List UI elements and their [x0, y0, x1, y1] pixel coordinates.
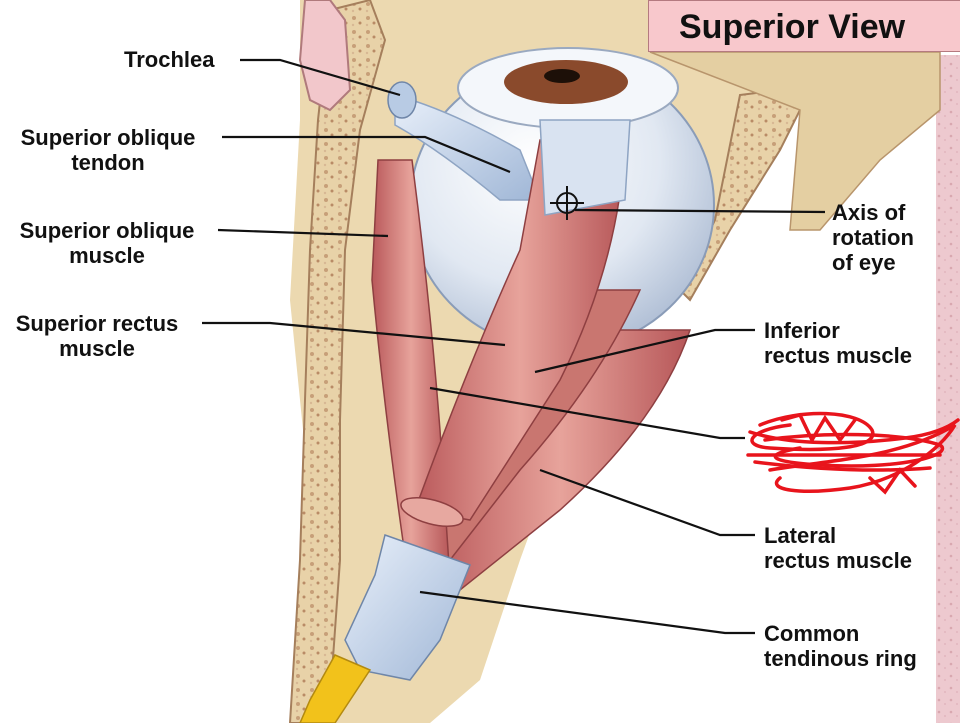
- page-title: Superior View: [679, 8, 906, 46]
- cut-muscle-end: [400, 497, 464, 527]
- leader-trochlea: [240, 58, 401, 97]
- leader-superior-oblique-muscle: [217, 228, 389, 238]
- label-axis-of-rotation-line-2: rotation: [832, 225, 914, 250]
- label-axis-of-rotation-line-1: Axis of: [832, 200, 906, 225]
- common-tendinous-ring-shape: [344, 534, 471, 681]
- label-axis-of-rotation: Axis of rotation of eye: [832, 200, 914, 275]
- superior-oblique-tendon: [394, 94, 542, 201]
- label-superior-oblique-tendon-line-1: Superior oblique: [20, 125, 196, 150]
- label-common-tendinous-ring-line-2: tendinous ring: [764, 646, 917, 671]
- pupil: [544, 69, 580, 83]
- leader-superior-oblique-tendon: [222, 135, 511, 174]
- leader-lines: [202, 58, 826, 635]
- label-superior-oblique-muscle: Superior oblique muscle: [4, 218, 210, 268]
- axis-of-rotation-marker: [550, 186, 584, 220]
- sinus-region: [298, 0, 352, 112]
- label-trochlea: Trochlea: [124, 47, 214, 72]
- leader-inferior-rectus-muscle: [534, 328, 755, 374]
- label-common-tendinous-ring: Common tendinous ring: [764, 621, 917, 671]
- optic-nerve: [299, 654, 372, 723]
- label-axis-of-rotation-line-3: of eye: [832, 250, 896, 275]
- leader-common-tendinous-ring: [419, 590, 755, 635]
- title-box: Superior View: [648, 0, 960, 52]
- frontal-bone: [649, 51, 941, 231]
- label-superior-oblique-tendon-line-2: tendon: [71, 150, 145, 175]
- label-lateral-rectus-muscle-line-2: rectus muscle: [764, 548, 912, 573]
- label-superior-rectus-muscle-line-2: muscle: [59, 336, 135, 361]
- label-lateral-rectus-muscle: Lateral rectus muscle: [764, 523, 912, 573]
- leader-lateral-rectus-muscle: [539, 468, 755, 537]
- label-common-tendinous-ring-line-1: Common: [764, 621, 860, 646]
- superior-rectus-insertion: [539, 119, 631, 216]
- label-trochlea-line-1: Trochlea: [124, 47, 215, 72]
- label-superior-oblique-muscle-line-1: Superior oblique: [19, 218, 195, 243]
- side-tissue: [936, 55, 960, 723]
- leader-superior-rectus-muscle: [202, 321, 506, 347]
- label-inferior-rectus-muscle-line-1: Inferior: [764, 318, 840, 343]
- label-superior-oblique-muscle-line-2: muscle: [69, 243, 145, 268]
- label-superior-rectus-muscle-line-1: Superior rectus: [15, 311, 179, 336]
- label-inferior-rectus-muscle: Inferior rectus muscle: [764, 318, 912, 368]
- label-superior-oblique-tendon: Superior oblique tendon: [6, 125, 210, 175]
- label-superior-rectus-muscle: Superior rectus muscle: [0, 311, 194, 361]
- red-scribble: [746, 411, 960, 495]
- label-lateral-rectus-muscle-line-1: Lateral: [764, 523, 837, 548]
- leader-axis-of-rotation: [574, 208, 826, 214]
- leader-medial-rectus: [429, 386, 745, 440]
- label-inferior-rectus-muscle-line-2: rectus muscle: [764, 343, 912, 368]
- trochlea-pulley: [387, 81, 417, 119]
